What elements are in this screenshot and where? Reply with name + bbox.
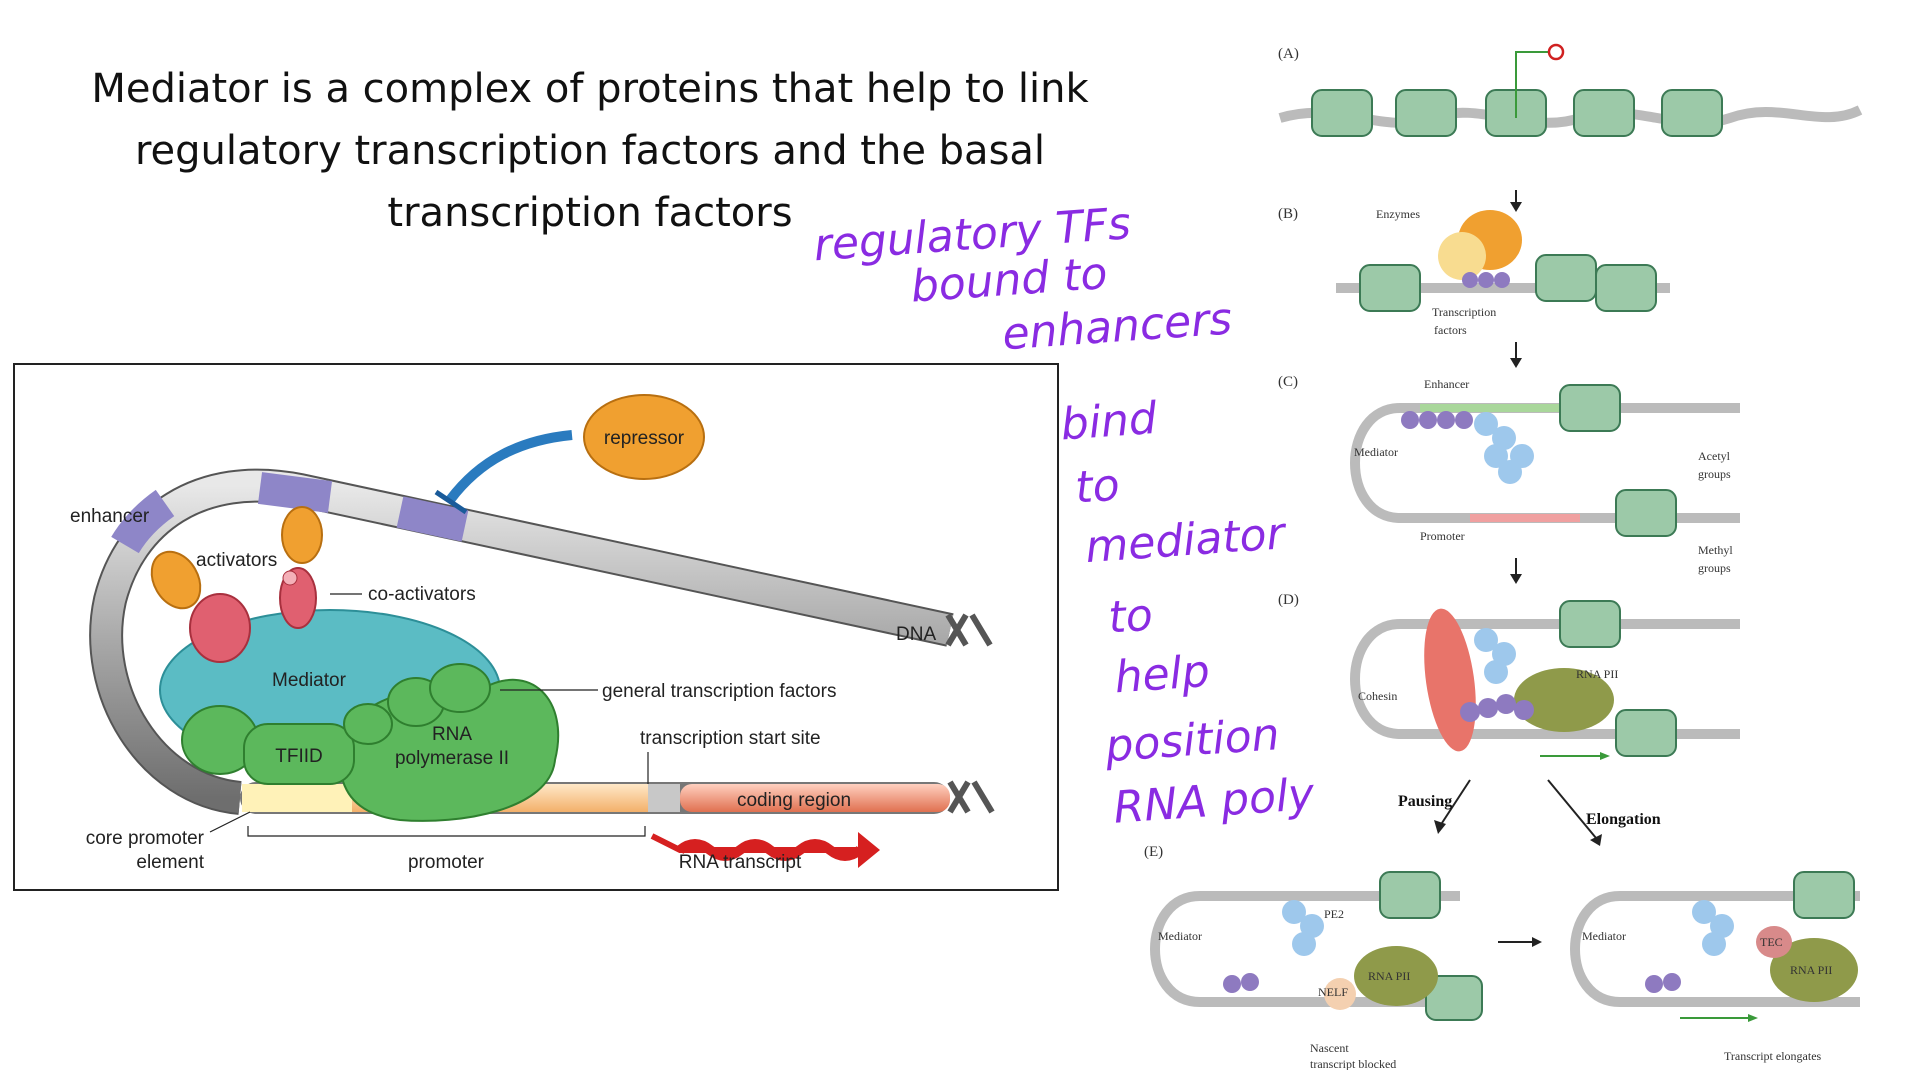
activator-1 <box>150 550 202 610</box>
dna-loop <box>91 470 954 813</box>
gtf-blob-4 <box>429 663 491 713</box>
label-promoter-r: Promoter <box>1420 529 1465 543</box>
panel-e-right: Mediator TEC RNA PII Transcript elongate… <box>1570 871 1860 1063</box>
label-general-tfs: general transcription factors <box>602 681 836 702</box>
hand-line-8: help <box>1113 646 1211 704</box>
hand-line-7: to <box>1107 590 1155 644</box>
label-cohesin: Cohesin <box>1358 689 1397 703</box>
panel-c: Enhancer Mediator Promoter Acetyl groups… <box>1350 377 1740 584</box>
label-methyl-1: Methyl <box>1698 543 1733 557</box>
label-promoter: promoter <box>408 852 485 873</box>
label-pausing: Pausing <box>1398 793 1452 810</box>
title-line-3: transcription factors <box>387 190 793 236</box>
label-rna-pol-line2: polymerase II <box>395 748 509 769</box>
dna-end-icon-2 <box>947 780 995 814</box>
gtf-blob-2 <box>343 703 393 745</box>
enhancer-band-1 <box>111 489 175 554</box>
left-diagram: repressor enhancer activators co-activat… <box>13 363 1059 891</box>
label-core-promoter-line2: element <box>136 852 204 873</box>
label-rna-transcript: RNA transcript <box>679 852 802 873</box>
tss-segment <box>648 784 680 812</box>
rna-transcript-wave <box>676 839 864 861</box>
label-acetyl-2: groups <box>1698 467 1731 481</box>
label-activators: activators <box>196 550 277 571</box>
title-line-1: Mediator is a complex of proteins that h… <box>91 66 1089 112</box>
label-rna-pii-d: RNA PII <box>1576 667 1618 681</box>
label-acetyl-1: Acetyl <box>1698 449 1731 463</box>
label-elongates: Transcript elongates <box>1724 1049 1822 1063</box>
hand-line-5: to <box>1074 460 1122 514</box>
enhancer-band-2 <box>257 472 333 513</box>
label-tec: TEC <box>1760 935 1783 949</box>
panel-b: Enzymes Transcription factors <box>1336 207 1670 368</box>
label-repressor: repressor <box>604 428 685 449</box>
label-nelf: NELF <box>1318 985 1348 999</box>
panel-c-label: (C) <box>1278 374 1298 390</box>
coactivator-dot <box>282 570 298 586</box>
label-enhancer: enhancer <box>70 506 150 527</box>
label-tfiid: TFIID <box>275 746 323 767</box>
enhancer-band-3 <box>396 496 469 542</box>
label-tss: transcription start site <box>640 728 821 749</box>
tfiid-shape <box>243 723 355 785</box>
label-enzymes: Enzymes <box>1376 207 1420 221</box>
panel-d-label: (D) <box>1278 592 1299 608</box>
label-methyl-2: groups <box>1698 561 1731 575</box>
label-pe2: PE2 <box>1324 907 1344 921</box>
panel-e-label: (E) <box>1144 844 1163 860</box>
label-rna-pol-line1: RNA <box>432 724 472 745</box>
panel-b-label: (B) <box>1278 206 1298 222</box>
label-coactivators: co-activators <box>368 584 476 605</box>
repress-arrow <box>446 430 573 504</box>
label-nascent-1: Nascent <box>1310 1041 1349 1055</box>
label-enhancer-r: Enhancer <box>1424 377 1469 391</box>
repress-arrow-bar <box>434 489 468 515</box>
panel-a-label: (A) <box>1278 46 1299 62</box>
label-rna-pii-e2: RNA PII <box>1790 963 1832 977</box>
activator-2 <box>281 506 323 564</box>
repressor-shape <box>583 394 705 480</box>
blocked-icon <box>1547 43 1565 61</box>
hand-line-10: RNA poly <box>1112 769 1317 834</box>
core-promoter-element <box>242 784 352 812</box>
label-transcription: Transcription <box>1432 305 1496 319</box>
label-dna: DNA <box>896 624 936 645</box>
coactivator-1 <box>189 593 251 663</box>
dna-end-icon <box>945 613 993 647</box>
panel-d: Cohesin RNA PII <box>1350 600 1740 760</box>
label-coding-region: coding region <box>737 790 851 811</box>
label-rna-pii-e1: RNA PII <box>1368 969 1410 983</box>
rna-transcript-arrowhead <box>858 832 880 868</box>
hand-line-4: bind <box>1059 393 1159 451</box>
label-mediator-e2: Mediator <box>1582 929 1626 943</box>
right-figure: (A) (B) (C) (D) (E) <box>1144 43 1863 1070</box>
label-factors: factors <box>1434 323 1467 337</box>
label-mediator: Mediator <box>272 670 347 691</box>
label-core-promoter-line1: core promoter <box>86 828 205 849</box>
label-mediator-e1: Mediator <box>1158 929 1202 943</box>
label-mediator-r: Mediator <box>1354 445 1398 459</box>
label-elongation: Elongation <box>1586 811 1661 828</box>
coding-region-bar <box>680 784 950 812</box>
slide-title: Mediator is a complex of proteins that h… <box>30 58 1150 244</box>
hand-line-6: mediator <box>1084 508 1289 573</box>
label-nascent-2: transcript blocked <box>1310 1057 1396 1070</box>
title-line-2: regulatory transcription factors and the… <box>134 128 1046 174</box>
panel-e-left: Mediator PE2 RNA PII NELF Nascent transc… <box>1150 871 1483 1070</box>
panel-a <box>1278 43 1863 212</box>
hand-line-9: position <box>1103 709 1281 772</box>
